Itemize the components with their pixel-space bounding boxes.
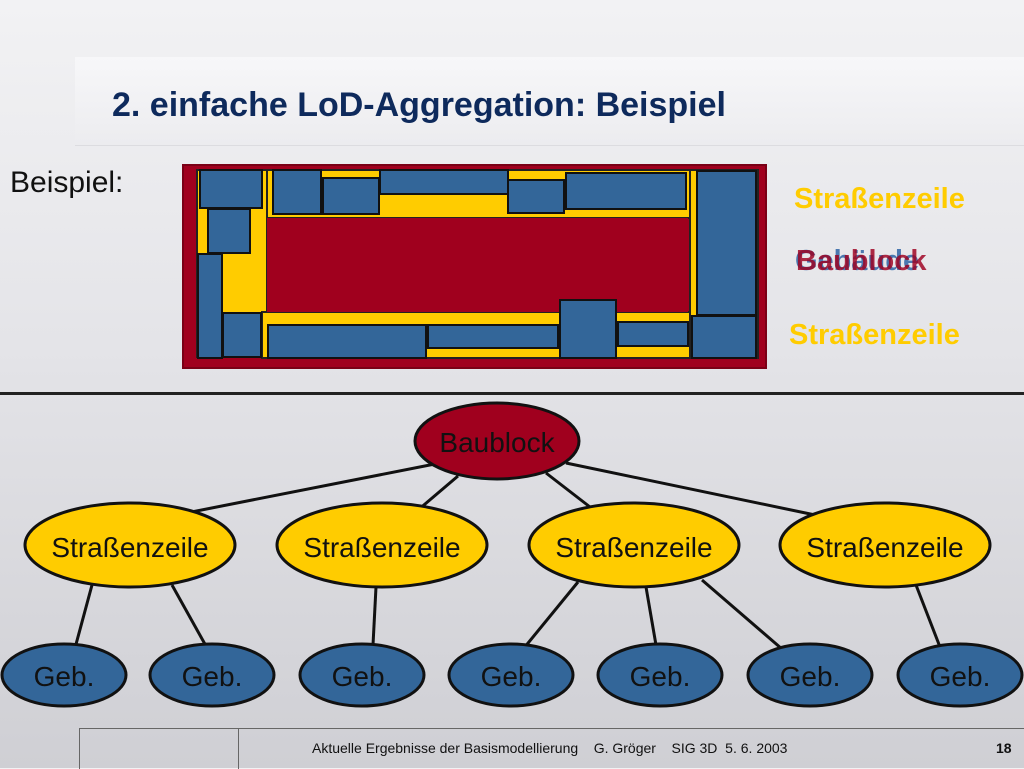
legend-street-row-bottom: Straßenzeile: [789, 319, 960, 351]
building: [427, 324, 559, 349]
street-row-node-label: Straßenzeile: [51, 532, 208, 563]
example-label: Beispiel:: [10, 166, 124, 199]
edge: [914, 584, 942, 648]
legend-block: Baublock: [796, 245, 927, 277]
edge: [371, 586, 378, 646]
building: [197, 253, 223, 359]
building: [207, 208, 251, 254]
building: [617, 321, 689, 347]
street-row-node-label: Straßenzeile: [806, 532, 963, 563]
street-row-node-label: Straßenzeile: [555, 532, 712, 563]
building-node-label: Geb.: [34, 661, 95, 692]
building: [379, 169, 509, 195]
street-row-node-label: Straßenzeile: [303, 532, 460, 563]
edge: [73, 584, 94, 649]
building: [691, 315, 757, 359]
block-courtyard: [267, 218, 688, 312]
building: [322, 177, 380, 215]
building: [696, 170, 757, 316]
tree-edges: [73, 461, 942, 651]
tree-building-nodes: Geb. Geb. Geb. Geb. Geb. Geb. Geb.: [0, 642, 1024, 708]
footer-cell: [80, 729, 239, 769]
page-number: 18: [996, 740, 1012, 756]
tree-street-row-nodes: Straßenzeile Straßenzeile Straßenzeile S…: [23, 501, 992, 589]
building-node-label: Geb.: [332, 661, 393, 692]
building: [559, 299, 617, 359]
building: [267, 324, 427, 359]
building-node-label: Geb.: [630, 661, 691, 692]
footer-text: Aktuelle Ergebnisse der Basismodellierun…: [312, 740, 788, 756]
edge: [545, 471, 591, 509]
building: [272, 169, 322, 215]
building-node-label: Geb.: [182, 661, 243, 692]
edge: [417, 474, 459, 512]
slide-title: 2. einfache LoD-Aggregation: Beispiel: [112, 86, 726, 124]
edge: [170, 584, 208, 647]
building-node-label: Geb.: [481, 661, 542, 692]
legend-building: Gebäude: [795, 245, 920, 277]
building: [565, 172, 687, 210]
building-node-label: Geb.: [930, 661, 991, 692]
edge: [565, 461, 821, 518]
edge: [522, 581, 580, 649]
building: [507, 179, 565, 214]
block-map: [182, 164, 767, 369]
edge: [644, 586, 658, 646]
building-node-label: Geb.: [780, 661, 841, 692]
tree-root-node: Baublock: [413, 401, 581, 481]
legend-street-row-top: Straßenzeile: [794, 183, 965, 215]
building: [222, 312, 262, 358]
building: [199, 169, 263, 209]
title-bar: [75, 57, 1024, 145]
section-divider: [0, 392, 1024, 395]
tree-root-label: Baublock: [439, 427, 555, 458]
edge: [701, 578, 783, 651]
edge: [165, 461, 441, 519]
footer-bar: [79, 728, 1024, 769]
